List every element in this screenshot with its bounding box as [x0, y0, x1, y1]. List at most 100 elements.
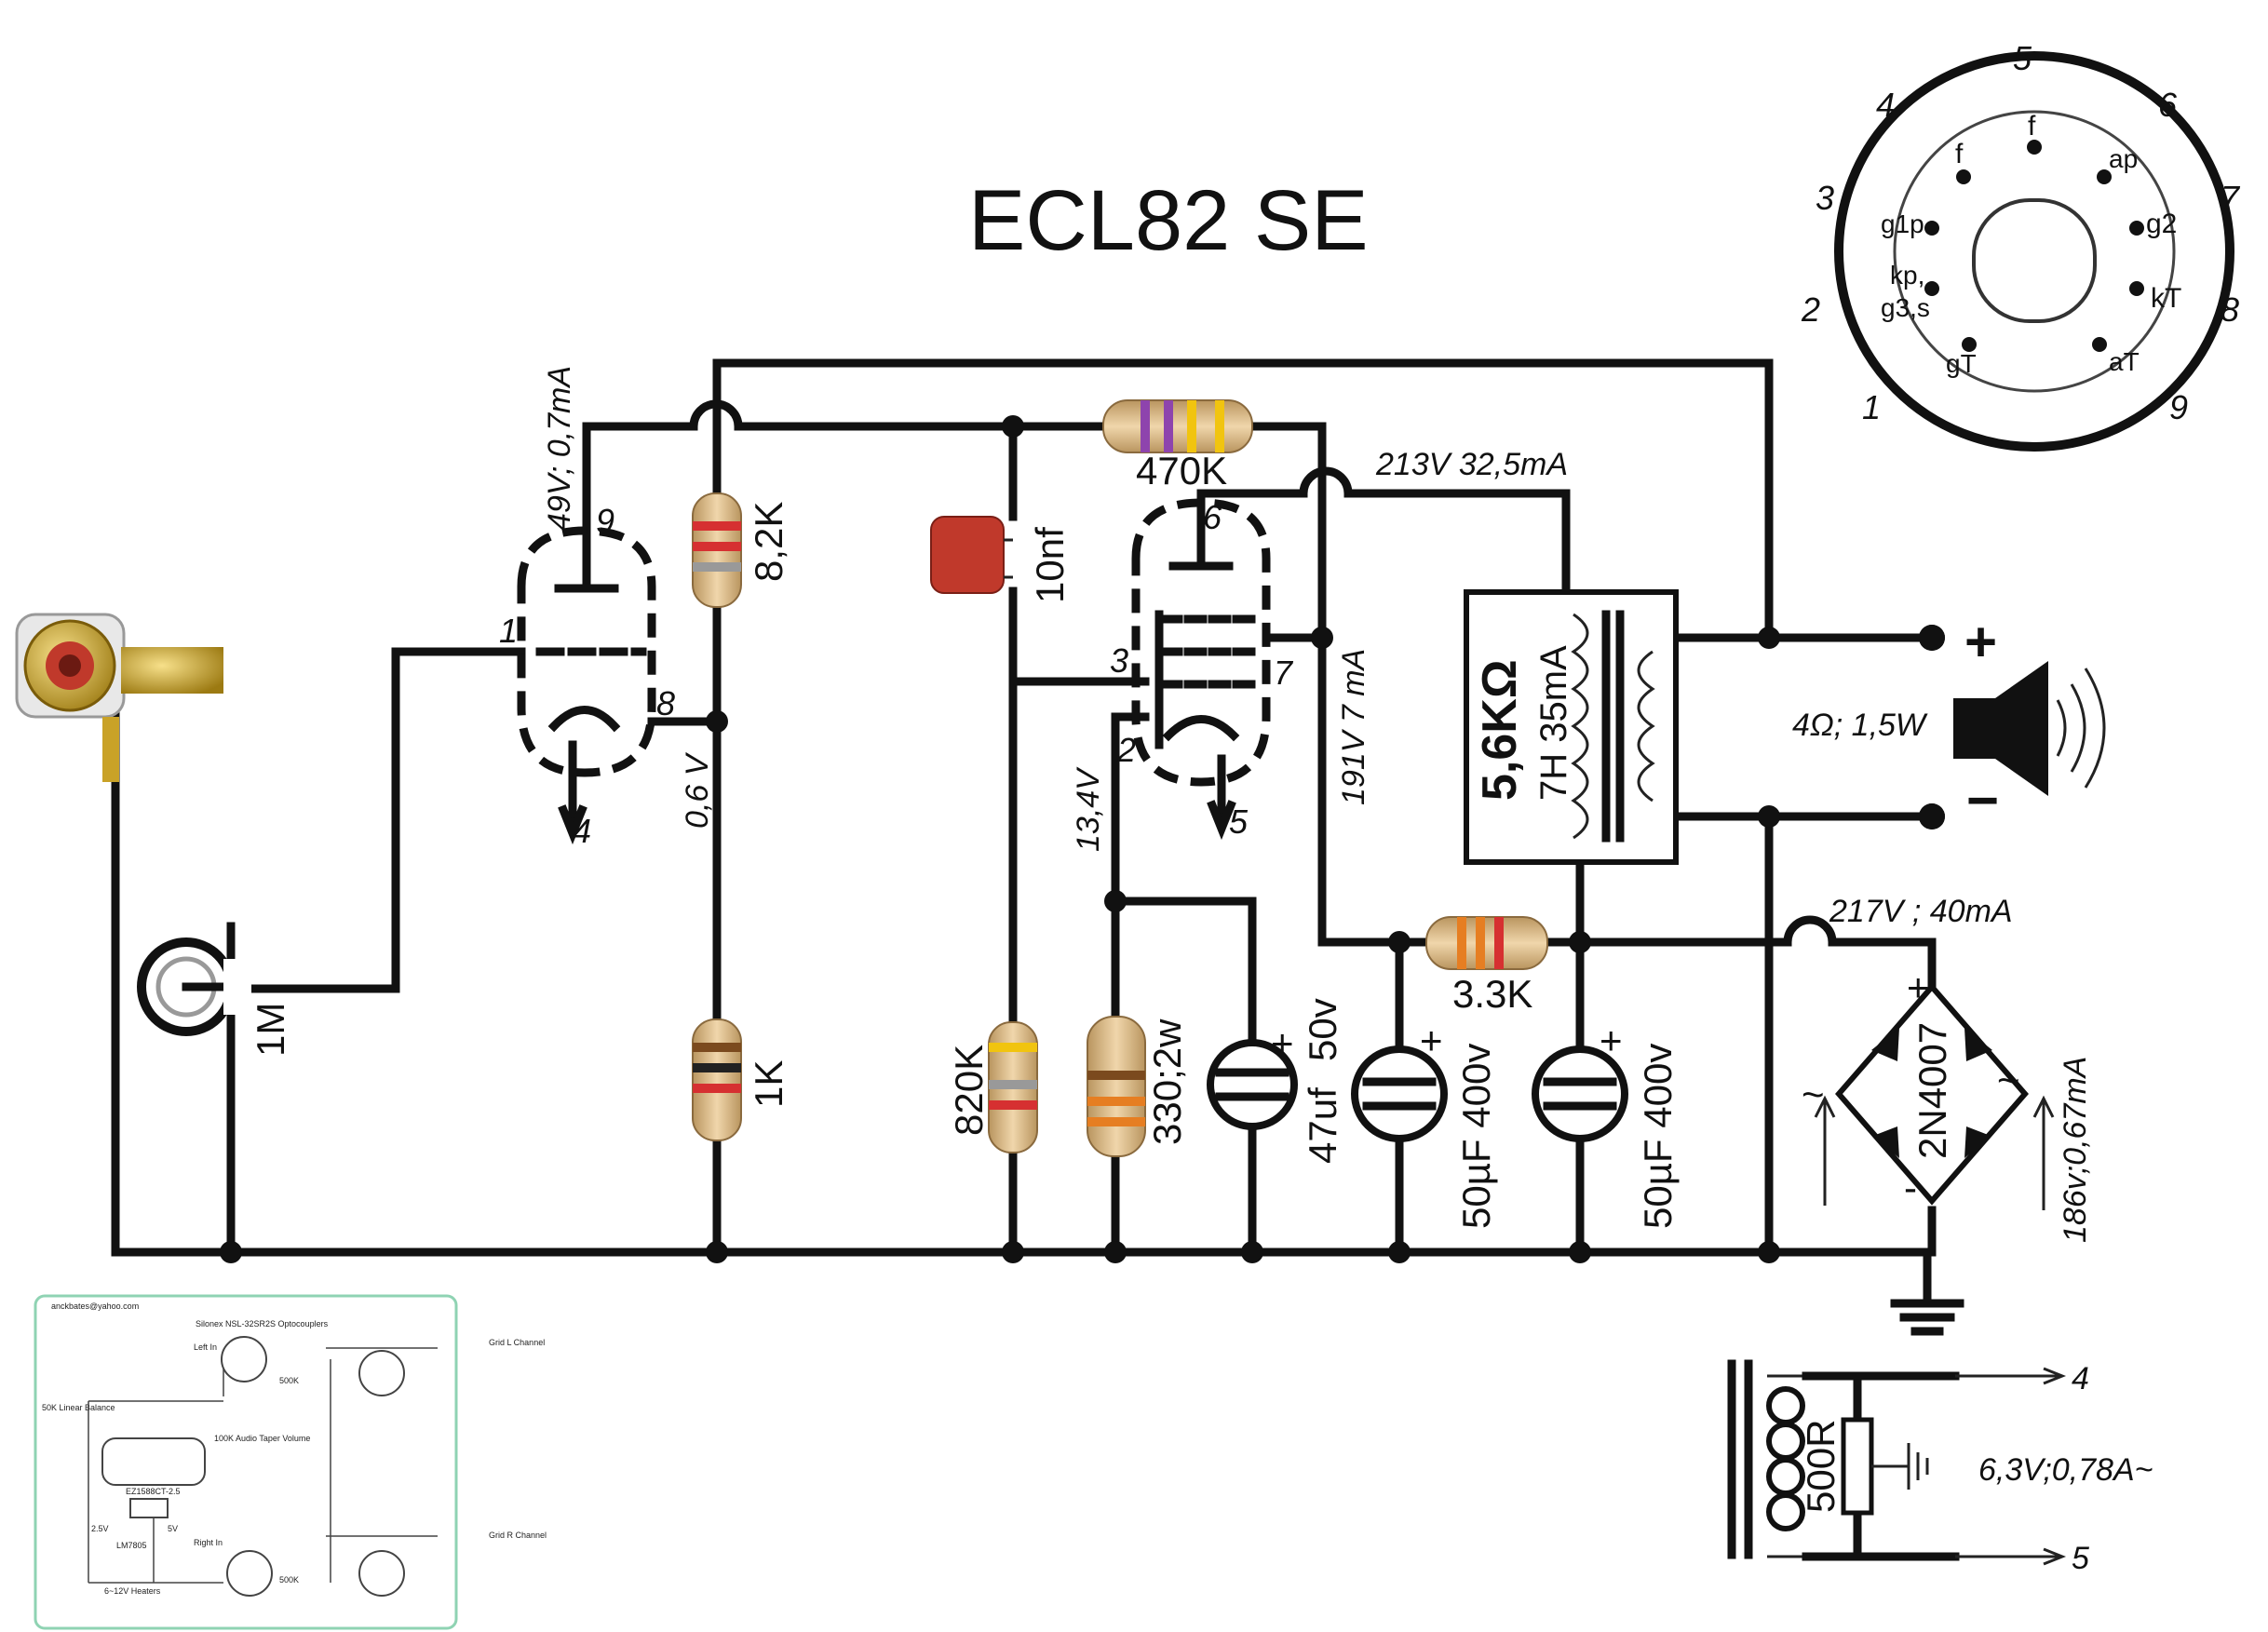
cap-50b-plus: +	[1600, 1018, 1623, 1062]
pin-p6: 6	[1203, 498, 1222, 536]
speaker: + − 4Ω; 1,5W	[1792, 611, 2106, 831]
triode-section: 9 1 8 4	[499, 502, 675, 850]
label-bridge: 2N4007	[1910, 1022, 1954, 1159]
label-470k: 470K	[1136, 449, 1227, 492]
inset-balance: 50K Linear Balance	[42, 1403, 115, 1412]
label-50uf-a: 50µF 400v	[1454, 1044, 1498, 1229]
inset-right-in: Right In	[194, 1538, 223, 1547]
label-1m: 1M	[249, 1003, 292, 1057]
cap-47-plus: +	[1271, 1021, 1294, 1065]
pentode-section: 6 3 7 2 5	[1110, 498, 1294, 841]
bridge-tilde-r: ~	[1997, 1059, 2020, 1102]
label-heater-5: 5	[2072, 1541, 2089, 1576]
pinout-f-left: f	[1955, 139, 1964, 169]
resistor-330: 330;2w	[1087, 1016, 1189, 1157]
note-triode: 49V; 0,7mA	[542, 366, 577, 531]
pin-t4: 4	[573, 812, 591, 850]
pinout-g1p: g1p	[1881, 209, 1924, 238]
note-pent-k: 13,4V	[1071, 766, 1106, 852]
inset-heaters: 6~12V Heaters	[104, 1586, 161, 1596]
inset-grid-l: Grid L Channel	[489, 1338, 545, 1347]
speaker-plus: +	[1964, 611, 1997, 673]
label-330: 330;2w	[1145, 1018, 1189, 1145]
pinout-ap: ap	[2109, 144, 2138, 173]
note-anode: 213V 32,5mA	[1375, 447, 1568, 482]
note-supply: 217V ; 40mA	[1829, 894, 2013, 929]
label-1k: 1K	[747, 1060, 790, 1108]
label-10nf: 10nf	[1028, 527, 1072, 603]
pinout-num-6: 6	[2158, 86, 2178, 124]
pinout-g3s: g3,s	[1881, 293, 1930, 322]
inset-v5: 5V	[168, 1524, 178, 1533]
label-8k2: 8,2K	[747, 502, 790, 582]
label-xfmr-z: 5,6KΩ	[1473, 659, 1527, 801]
pin-p2: 2	[1116, 731, 1136, 769]
pin-p5: 5	[1229, 803, 1249, 841]
bridge-tilde-l: ~	[1802, 1072, 1825, 1116]
pinout-f-top: f	[2028, 111, 2036, 142]
pinout-num-5: 5	[2013, 39, 2032, 77]
page-title: ECL82 SE	[968, 173, 1369, 268]
label-heater-v: 6,3V;0,78A~	[1978, 1452, 2153, 1488]
voltage-notes: 49V; 0,7mA 0,6 V 13,4V 191V 7 mA 213V 32…	[542, 366, 2093, 1243]
note-g2: 191V 7 mA	[1336, 649, 1371, 805]
inset-ez: EZ1588CT-2.5	[126, 1487, 181, 1496]
resistor-470k: 470K	[1102, 399, 1253, 492]
pinout-num-1: 1	[1862, 388, 1881, 426]
pinout-num-4: 4	[1876, 86, 1895, 124]
label-50v: 50v	[1301, 998, 1344, 1061]
resistor-3k3: 3.3K	[1425, 916, 1548, 1016]
pinout-num-8: 8	[2221, 290, 2239, 329]
capacitor-47uf: + 47uf 50v	[1207, 998, 1344, 1164]
pin-t1: 1	[499, 612, 518, 650]
pinout-num-7: 7	[2221, 179, 2241, 217]
inset-500k-b: 500K	[279, 1575, 299, 1585]
pinout-num-2: 2	[1801, 290, 1820, 329]
inset-volume: 100K Audio Taper Volume	[214, 1434, 310, 1443]
inset-lm: LM7805	[116, 1541, 147, 1550]
capacitor-50uf-a: + 50µF 400v	[1351, 1018, 1498, 1229]
volume-pot: 1M	[137, 937, 292, 1057]
resistor-820k: 820K	[947, 1021, 1038, 1153]
pin-t9: 9	[596, 502, 614, 540]
pin-t8: 8	[656, 684, 675, 722]
speaker-minus: −	[1966, 769, 1999, 831]
pinout-g2: g2	[2146, 209, 2177, 239]
note-ac: 186v;0,67mA	[2058, 1057, 2093, 1243]
inset-schematic: anckbates@yahoo.com Silonex NSL-32SR2S O…	[34, 1294, 547, 1630]
pin-p3: 3	[1110, 641, 1128, 680]
pinout-kT: kT	[2151, 283, 2181, 314]
output-transformer: 5,6KΩ 7H 35mA	[1464, 589, 1679, 865]
capacitor-50uf-b: + 50µF 400v	[1532, 1018, 1680, 1229]
label-xfmr-l: 7H 35mA	[1533, 645, 1574, 801]
pinout-aT: aT	[2109, 347, 2140, 376]
label-speaker: 4Ω; 1,5W	[1792, 708, 1928, 743]
label-500r: 500R	[1799, 1420, 1843, 1513]
bridge-rectifier: 2N4007 + - ~ ~	[1802, 965, 2055, 1210]
resistor-8k2: 8,2K	[692, 492, 790, 608]
pinout-gT: gT	[1946, 349, 1977, 378]
bridge-plus: +	[1907, 965, 1930, 1009]
inset-email: anckbates@yahoo.com	[51, 1302, 139, 1311]
pinout-kp: kp,	[1890, 261, 1924, 290]
inset-v25: 2.5V	[91, 1524, 109, 1533]
label-heater-4: 4	[2072, 1361, 2089, 1396]
inset-grid-r: Grid R Channel	[489, 1531, 547, 1540]
ground-symbol	[1890, 1299, 1964, 1336]
bridge-minus: -	[1904, 1166, 1917, 1209]
resistor-1k: 1K	[692, 1018, 790, 1141]
pin-p7: 7	[1274, 654, 1294, 692]
inset-500k-a: 500K	[279, 1376, 299, 1385]
label-47uf: 47uf	[1301, 1087, 1344, 1164]
tube-pinout: 1 2 3 4 5 6 7 8 9 f f ap g1p g2 kp, g3,s…	[1801, 39, 2241, 452]
pinout-num-3: 3	[1816, 179, 1834, 217]
note-cathode: 0,6 V	[680, 751, 715, 829]
inset-opto: Silonex NSL-32SR2S Optocouplers	[196, 1319, 329, 1329]
cap-50a-plus: +	[1420, 1018, 1443, 1062]
rca-input-jack	[15, 613, 223, 782]
inset-left-in: Left In	[194, 1342, 217, 1352]
label-820k: 820K	[947, 1045, 991, 1136]
label-50uf-b: 50µF 400v	[1636, 1044, 1680, 1229]
pinout-num-9: 9	[2169, 388, 2188, 426]
